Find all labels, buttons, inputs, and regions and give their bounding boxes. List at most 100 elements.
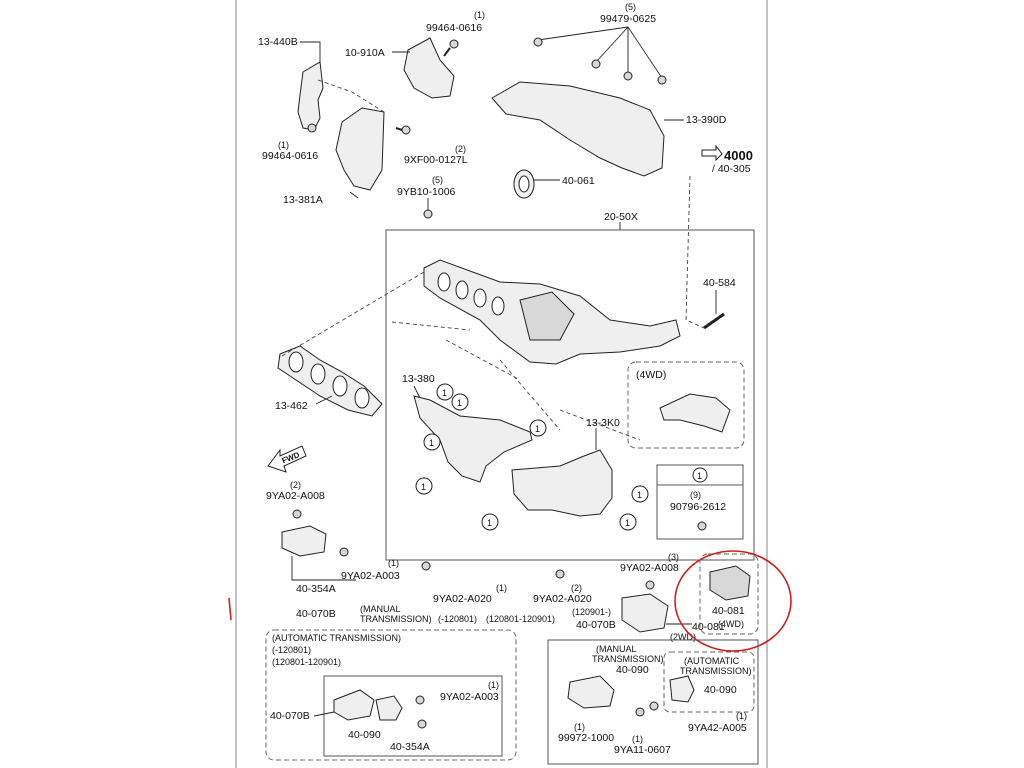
label-99464-0616-b: 99464-0616 <box>262 150 318 162</box>
qty-99972: (1) <box>574 722 585 732</box>
label-40-354A-b: 40-354A <box>390 741 430 753</box>
label-9YA02-A020-b: 9YA02-A020 <box>533 593 592 605</box>
qty-9YA02-A008-a: (2) <box>290 480 301 490</box>
label-20-50X: 20-50X <box>604 211 638 223</box>
label-auto-a: (AUTOMATIC TRANSMISSION) <box>272 633 401 643</box>
callout-1-d: 1 <box>429 438 434 448</box>
label-99479-0625: 99479-0625 <box>600 13 656 25</box>
callout-1-g: 1 <box>637 490 642 500</box>
label-40-081-a: 40-081 <box>712 605 745 617</box>
box-manual-auto-40-090 <box>547 639 759 765</box>
label-trans-b: TRANSMISSION) <box>592 654 664 664</box>
inset-40-081-4wd <box>699 553 759 635</box>
label-9YA02-A003-b: 9YA02-A003 <box>440 691 499 703</box>
qty-9YA02-A003-b: (1) <box>488 680 499 690</box>
label-40-354A-a: 40-354A <box>296 583 336 595</box>
bolt-9YA02-A008-a <box>292 509 302 519</box>
label-13-462: 13-462 <box>275 400 308 412</box>
label-13-3K0: 13-3K0 <box>586 417 620 429</box>
label-40-584: 40-584 <box>703 277 736 289</box>
label-40-090-c: 40-090 <box>704 684 737 696</box>
label-40-070B-c: 40-070B <box>270 710 310 722</box>
part-13-3K0 <box>511 428 613 517</box>
qty-9YA02-A003-a: (1) <box>388 558 399 568</box>
bolt-9YA02-A020-a <box>421 561 431 571</box>
part-40-081-2wd <box>621 593 692 633</box>
label-40-070B-a: 40-070B <box>296 608 336 620</box>
bolt-9YA02-A020-b <box>555 569 565 579</box>
label-2wd: (2WD) <box>670 632 696 642</box>
fwd-arrow-icon <box>267 445 307 473</box>
label-99464-0616-a: 99464-0616 <box>426 22 482 34</box>
callout-1-h: 1 <box>625 518 630 528</box>
red-margin-mark <box>228 597 232 621</box>
label-13-390D: 13-390D <box>686 114 727 126</box>
part-13-390D <box>491 81 684 177</box>
qty-90796: (9) <box>690 490 701 500</box>
part-13-440B <box>297 41 324 131</box>
label-auto-range-b: (120801-120901) <box>272 657 341 667</box>
part-40-081-4wd <box>709 565 751 601</box>
callout-1-b: 1 <box>457 398 462 408</box>
label-40-305: / 40-305 <box>712 163 751 175</box>
callout-markers: 1 1 1 1 1 1 1 1 <box>415 383 649 531</box>
bolts-99479-0625 <box>533 26 667 85</box>
label-9XF00: 9XF00-0127L <box>404 154 468 166</box>
auto-parts-box <box>323 675 503 757</box>
key-box-callout: 1 <box>697 471 702 481</box>
qty-9XF00: (2) <box>455 144 466 154</box>
part-10-910A <box>392 37 455 99</box>
qty-9YB10: (5) <box>432 175 443 185</box>
part-40-090-manual <box>567 675 659 717</box>
bolt-9YA02-A003-a <box>339 547 349 557</box>
label-trans-c: TRANSMISSION) <box>680 666 752 676</box>
bolt-9XF00-0127L <box>395 125 411 135</box>
assembly-box-20-50X <box>385 229 755 561</box>
label-9YB10: 9YB10-1006 <box>397 186 456 198</box>
part-40-061 <box>513 169 560 199</box>
label-manual-a: (MANUAL <box>360 604 401 614</box>
bolt-9YA02-A008-b <box>645 580 655 590</box>
label-auto-range-a: (-120801) <box>272 645 311 655</box>
part-40-090-a <box>333 689 427 729</box>
qty-99464-0616-b: (1) <box>278 140 289 150</box>
callout-1-f: 1 <box>487 518 492 528</box>
label-4000: 4000 <box>724 148 753 163</box>
label-40-061: 40-061 <box>562 175 595 187</box>
label-4wd-inset: (4WD) <box>636 369 666 381</box>
key-box-90796-2612 <box>656 464 744 540</box>
label-9YA02-A008-b: 9YA02-A008 <box>620 562 679 574</box>
callout-1-c: 1 <box>535 424 540 434</box>
label-auto-b: (AUTOMATIC <box>684 656 740 666</box>
part-4wd-pipe <box>659 393 731 433</box>
nut-9YB10-1006 <box>423 198 433 219</box>
inset-automatic-transmission <box>265 629 517 761</box>
part-40-354A-a <box>281 525 356 581</box>
label-40-070B-b: 40-070B <box>576 619 616 631</box>
label-range-c: (120901-) <box>572 607 611 617</box>
label-99972: 99972-1000 <box>558 732 614 744</box>
red-highlight-circle <box>674 550 792 652</box>
label-9YA02-A003-a: 9YA02-A003 <box>341 570 400 582</box>
label-9YA02-A020-a: 9YA02-A020 <box>433 593 492 605</box>
label-13-440B: 13-440B <box>258 36 298 48</box>
part-13-381A <box>317 79 385 199</box>
reference-arrow-4000 <box>701 144 723 162</box>
qty-9YA11: (1) <box>632 734 643 744</box>
qty-9YA02-A008-b: (3) <box>668 552 679 562</box>
label-90796: 90796-2612 <box>670 501 726 513</box>
label-13-381A: 13-381A <box>283 194 323 206</box>
label-manual-b: (MANUAL <box>596 644 637 654</box>
label-trans-a: TRANSMISSION) <box>360 614 432 624</box>
bolt-99464-0616-left <box>307 123 317 133</box>
qty-9YA02-A020-b: (2) <box>571 583 582 593</box>
label-range-a: (-120801) <box>438 614 477 624</box>
qty-99479-0625: (5) <box>625 2 636 12</box>
callout-1-a: 1 <box>442 388 447 398</box>
qty-9YA02-A020-a: (1) <box>496 583 507 593</box>
label-40-090-b: 40-090 <box>616 664 649 676</box>
bolt-99464-0616-top <box>443 39 459 57</box>
label-9YA11: 9YA11-0607 <box>614 744 671 756</box>
callout-1-e: 1 <box>421 482 426 492</box>
